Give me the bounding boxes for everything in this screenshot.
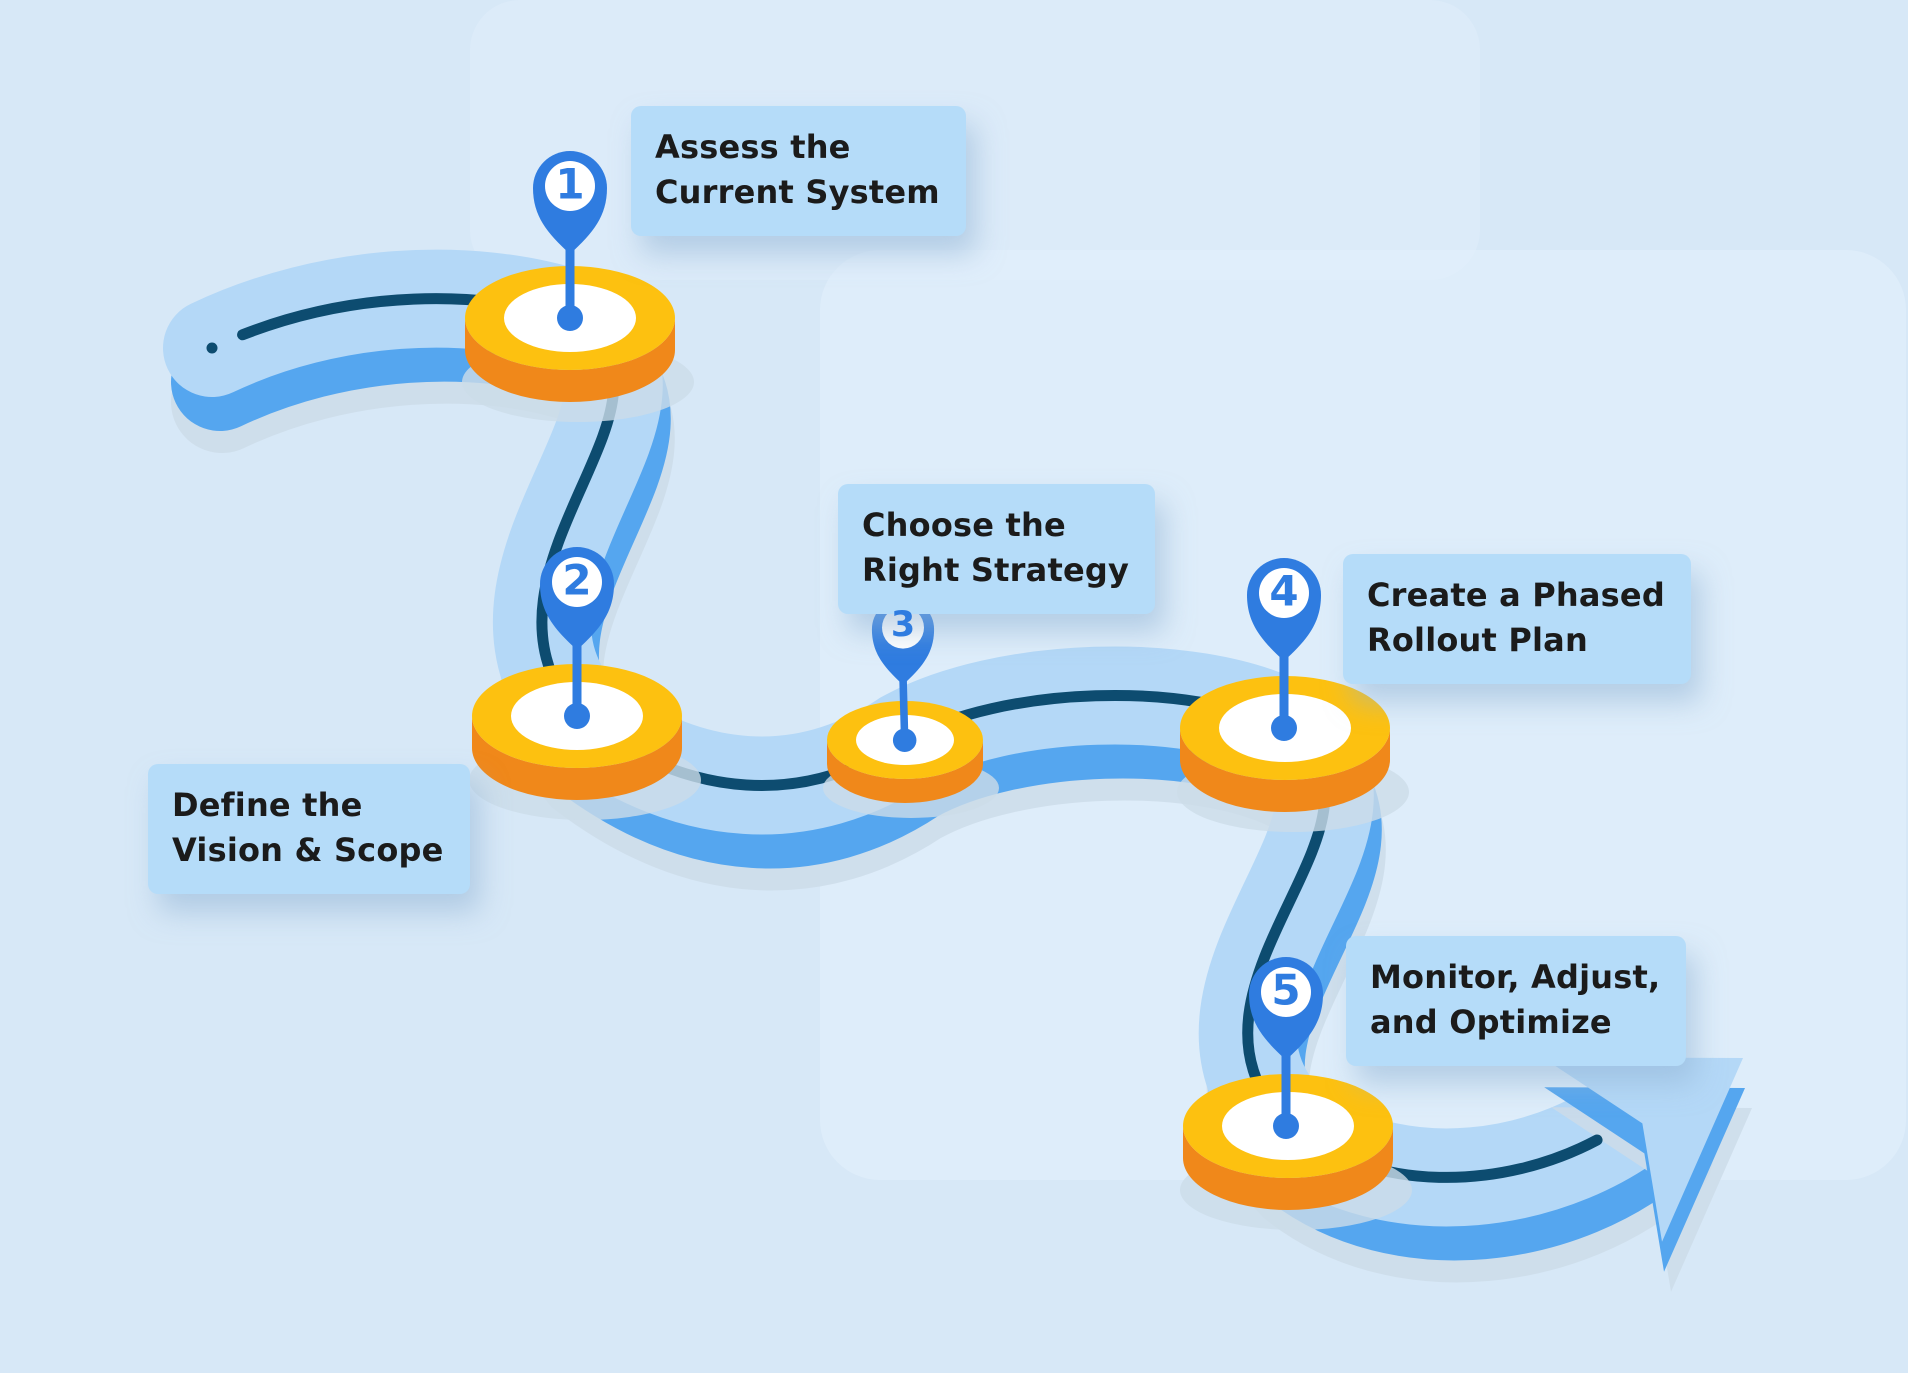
pin-inner-circle: [552, 557, 602, 607]
map-pin-3: [871, 598, 935, 752]
step-4-label-line-2: Rollout Plan: [1367, 621, 1588, 659]
step-5-label: Monitor, Adjust, and Optimize: [1346, 936, 1687, 1066]
step-1-label: Assess the Current System: [631, 106, 966, 236]
pin-inner-circle: [545, 161, 595, 211]
pin-4-number: 4: [1269, 566, 1299, 616]
pin-dot: [1271, 715, 1297, 741]
map-pin-2: [540, 547, 614, 729]
step-2-label-line-1: Define the: [172, 786, 363, 824]
pin-2-number: 2: [562, 555, 592, 605]
pin-dot: [892, 728, 917, 752]
step-3-label-line-2: Right Strategy: [862, 551, 1130, 589]
milestone-side: [465, 318, 675, 402]
step-2-label: Define the Vision & Scope: [148, 764, 470, 894]
pin-5-number: 5: [1271, 965, 1301, 1015]
step-2-label-line-2: Vision & Scope: [172, 831, 444, 869]
step-3-label-line-1: Choose the: [862, 506, 1066, 544]
arrow-up-right-icon: [1542, 1057, 1752, 1292]
milestone-side: [472, 716, 682, 800]
milestone-disc-3: [823, 701, 999, 818]
pin-inner-circle: [1259, 568, 1309, 618]
pin-3-number: 3: [890, 605, 916, 646]
map-pin-5: [1249, 957, 1323, 1139]
pin-1-number: 1: [555, 159, 585, 209]
pin-inner-circle: [882, 606, 924, 649]
milestone-side: [1183, 1126, 1393, 1210]
step-4-label: Create a Phased Rollout Plan: [1343, 554, 1691, 684]
step-4-label-line-1: Create a Phased: [1367, 576, 1665, 614]
milestone-disc-1: [462, 266, 694, 422]
background-patch: [470, 0, 1480, 280]
pin-inner-circle: [1261, 967, 1311, 1017]
map-pin-4: [1247, 558, 1321, 741]
step-1-label-line-2: Current System: [655, 173, 940, 211]
step-3-label: Choose the Right Strategy: [838, 484, 1156, 614]
map-pin-1: [533, 151, 607, 331]
milestone-side: [1180, 728, 1390, 812]
pin-dot: [1273, 1113, 1299, 1139]
pin-dot: [564, 703, 590, 729]
step-1-label-line-1: Assess the: [655, 128, 851, 166]
pin-dot: [557, 305, 583, 331]
milestone-disc-2: [469, 664, 701, 820]
step-5-label-line-2: and Optimize: [1370, 1003, 1612, 1041]
arrow-surface: [1542, 1057, 1743, 1242]
step-5-label-line-1: Monitor, Adjust,: [1370, 958, 1661, 996]
milestone-side: [827, 740, 983, 803]
